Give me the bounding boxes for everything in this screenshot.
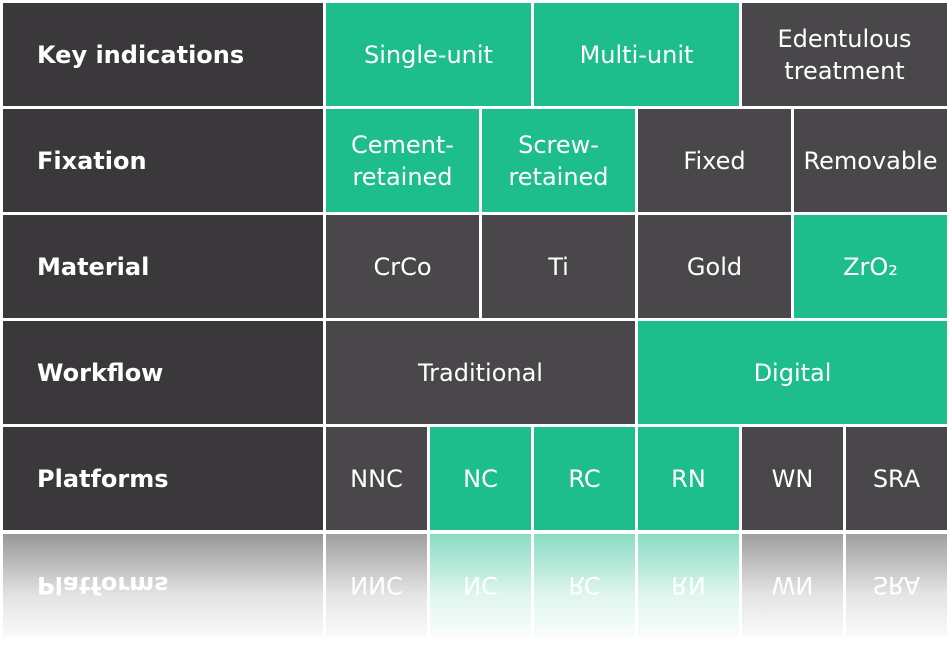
cell-multi-unit: Multi-unit [534, 3, 739, 106]
cell-zro2: ZrO₂ [794, 215, 947, 318]
product-matrix: Key indications Single-unit Multi-unit E… [3, 3, 947, 533]
cell-crco: CrCo [326, 215, 479, 318]
row-cells: Single-unit Multi-unit Edentulous treatm… [326, 3, 947, 106]
cell-digital: Digital [638, 321, 947, 424]
row-cells: Cement- retained Screw- retained Fixed R… [326, 109, 947, 212]
row-cells: Traditional Digital [326, 321, 947, 424]
row-cells: NNC NC RC RN WN SRA [326, 427, 947, 530]
cell-rn: RN [638, 427, 739, 530]
row-workflow: Workflow Traditional Digital [3, 321, 947, 424]
reflection-fade [3, 534, 947, 646]
cell-removable: Removable [794, 109, 947, 212]
cell-nc: NC [430, 427, 531, 530]
row-key-indications: Key indications Single-unit Multi-unit E… [3, 3, 947, 106]
cell-nnc: NNC [326, 427, 427, 530]
row-label: Fixation [3, 109, 323, 212]
cell-cement-retained: Cement- retained [326, 109, 479, 212]
row-fixation: Fixation Cement- retained Screw- retaine… [3, 109, 947, 212]
cell-edentulous-treatment: Edentulous treatment [742, 3, 947, 106]
cell-sra: SRA [846, 427, 947, 530]
platforms-reflection: Platforms NNC NC RC RN WN SRA [3, 534, 947, 646]
cell-wn: WN [742, 427, 843, 530]
cell-screw-retained: Screw- retained [482, 109, 635, 212]
cell-single-unit: Single-unit [326, 3, 531, 106]
cell-fixed: Fixed [638, 109, 791, 212]
row-cells: CrCo Ti Gold ZrO₂ [326, 215, 947, 318]
row-label: Material [3, 215, 323, 318]
cell-gold: Gold [638, 215, 791, 318]
cell-ti: Ti [482, 215, 635, 318]
row-material: Material CrCo Ti Gold ZrO₂ [3, 215, 947, 318]
row-label: Platforms [3, 427, 323, 530]
row-label: Workflow [3, 321, 323, 424]
cell-rc: RC [534, 427, 635, 530]
cell-traditional: Traditional [326, 321, 635, 424]
row-label: Key indications [3, 3, 323, 106]
row-platforms: Platforms NNC NC RC RN WN SRA [3, 427, 947, 530]
